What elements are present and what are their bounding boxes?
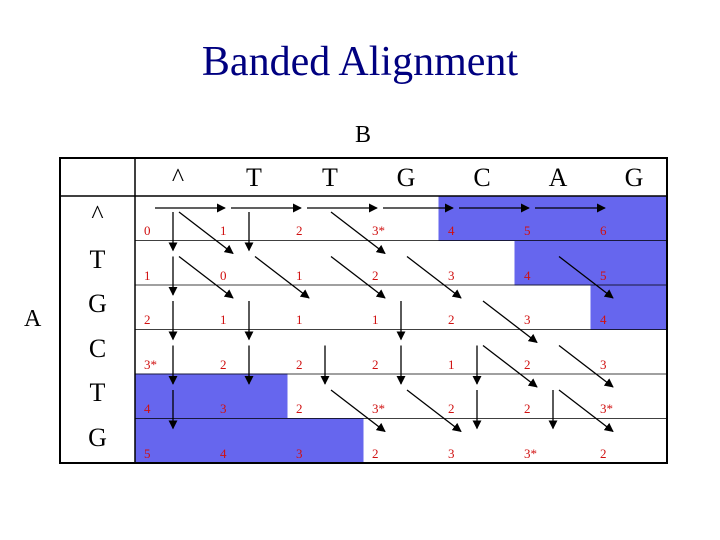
band-cell: [590, 240, 668, 286]
traceback-arrow: [558, 344, 614, 388]
matrix-cell-value: 3*: [372, 223, 385, 238]
row-header: G: [88, 289, 107, 318]
column-header: G: [396, 163, 416, 192]
matrix-cell-value: 3: [220, 401, 227, 416]
matrix-cell-value: 2: [296, 356, 303, 372]
row-header: ^: [91, 200, 104, 229]
matrix-cell-value: 4: [220, 445, 227, 461]
matrix-cell-value: 1: [448, 356, 455, 372]
matrix-cell-value: 4: [600, 312, 607, 327]
matrix-cell-value: 3*: [600, 401, 613, 416]
matrix-cell-value: 2: [372, 267, 379, 283]
matrix-cell-value: 5: [144, 445, 151, 461]
matrix-cell-value: 5: [524, 223, 531, 238]
traceback-arrow: [178, 255, 234, 299]
matrix-cell-value: 1: [372, 312, 379, 327]
matrix-cell-value: 3: [524, 312, 531, 327]
traceback-arrow: [330, 211, 386, 255]
traceback-arrow: [558, 389, 614, 433]
column-header: T: [246, 163, 262, 192]
matrix-cell-value: 2: [296, 223, 303, 238]
column-header: ^: [171, 163, 185, 192]
traceback-arrow: [178, 211, 234, 255]
traceback-arrow: [482, 344, 538, 388]
matrix-cell-value: 2: [220, 356, 227, 372]
matrix-cell-value: 4: [448, 223, 455, 238]
matrix-cell-value: 2: [296, 401, 303, 416]
traceback-arrow: [558, 255, 614, 299]
traceback-arrow: [254, 255, 310, 299]
column-header: T: [322, 163, 338, 192]
band-cell: [590, 195, 668, 241]
matrix-cell-value: 0: [144, 223, 151, 238]
band-cell: [438, 195, 516, 241]
traceback-arrow: [482, 300, 538, 344]
page-title: Banded Alignment: [201, 39, 519, 85]
band-cell: [514, 240, 592, 286]
matrix-cell-value: 1: [144, 267, 151, 283]
traceback-arrow: [406, 255, 462, 299]
matrix-cell-value: 1: [296, 267, 303, 283]
matrix-cell-value: 4: [144, 401, 151, 416]
row-header: T: [89, 244, 106, 274]
matrix-cell-value: 1: [220, 312, 227, 327]
band-cell: [514, 195, 592, 241]
matrix-cell-value: 4: [524, 267, 531, 283]
matrix-cell-value: 1: [296, 312, 303, 327]
traceback-arrow: [330, 255, 386, 299]
traceback-arrow: [406, 389, 462, 433]
column-header: C: [473, 163, 491, 192]
matrix-cell-value: 3: [448, 267, 455, 283]
column-header: A: [548, 163, 568, 192]
traceback-arrow: [330, 389, 386, 433]
matrix-cell-value: 2: [524, 401, 531, 416]
matrix-cell-value: 2: [524, 356, 531, 372]
matrix-cell-value: 2: [144, 312, 151, 327]
matrix-cell-value: 3: [600, 356, 607, 372]
matrix-cell-value: 5: [600, 267, 607, 283]
seq-a-label: A: [24, 306, 42, 332]
matrix-cell-value: 2: [372, 356, 379, 372]
matrix-cell-value: 3: [296, 445, 303, 461]
matrix-cell-value: 2: [600, 445, 607, 461]
matrix-cell-value: 3*: [524, 445, 537, 461]
seq-b-label: B: [355, 122, 372, 148]
matrix-cell-value: 6: [600, 223, 607, 238]
row-header: G: [88, 422, 107, 452]
matrix-cell-value: 3: [448, 445, 455, 461]
matrix-cell-value: 0: [220, 267, 227, 283]
column-header: G: [624, 163, 644, 192]
matrix-cell-value: 2: [448, 401, 455, 416]
matrix-cell-value: 2: [372, 445, 379, 461]
matrix-cell-value: 2: [448, 312, 455, 327]
band-cell: [210, 418, 288, 464]
band-cell: [286, 418, 364, 464]
matrix-cell-value: 1: [220, 223, 227, 238]
matrix-cell-value: 3*: [144, 356, 157, 372]
band-cell: [590, 284, 668, 330]
row-header: C: [88, 333, 107, 363]
row-header: T: [89, 378, 106, 407]
matrix-cell-value: 3*: [372, 401, 385, 416]
